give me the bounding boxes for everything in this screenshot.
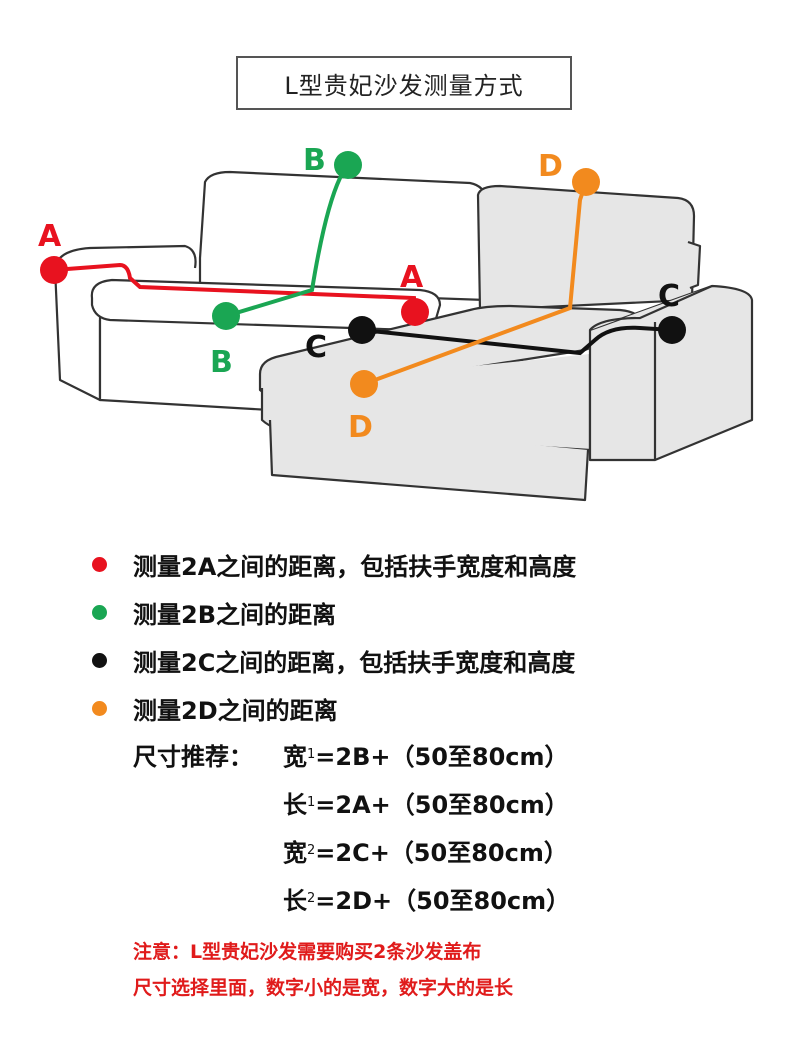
label-d-bottom: D xyxy=(348,410,373,445)
label-a-right: A xyxy=(400,260,424,295)
legend-item-b: 测量2B之间的距离 xyxy=(92,588,576,636)
point-a-right xyxy=(401,298,429,326)
legend-text: 测量2B之间的距离 xyxy=(133,600,336,629)
label-b-bottom: B xyxy=(210,345,233,380)
size-main: 长 xyxy=(283,790,307,819)
size-formula: =2D+（50至80cm） xyxy=(315,886,571,915)
legend-item-c: 测量2C之间的距离，包括扶手宽度和高度 xyxy=(92,636,576,684)
size-formula: =2A+（50至80cm） xyxy=(315,790,569,819)
measure-points xyxy=(40,151,686,398)
orange-dot-icon xyxy=(92,700,107,716)
label-c-left: C xyxy=(305,330,327,365)
legend: 测量2A之间的距离，包括扶手宽度和高度 测量2B之间的距离 测量2C之间的距离，… xyxy=(92,540,576,732)
point-d-top xyxy=(572,168,600,196)
red-dot-icon xyxy=(92,556,107,572)
label-b-top: B xyxy=(303,143,326,178)
point-b-bottom xyxy=(212,302,240,330)
legend-text: 测量2D之间的距离 xyxy=(133,696,338,725)
note-line-1: 注意：L型贵妃沙发需要购买2条沙发盖布 xyxy=(133,941,482,963)
sofa-diagram: A A B B C C D D xyxy=(38,143,754,502)
size-sub: 1 xyxy=(307,794,316,810)
point-c-left xyxy=(348,316,376,344)
size-heading: 尺寸推荐： xyxy=(133,742,253,771)
point-a-left xyxy=(40,256,68,284)
page-title: L型贵妃沙发测量方式 xyxy=(236,56,572,110)
size-main: 长 xyxy=(283,886,307,915)
size-formula: =2C+（50至80cm） xyxy=(315,838,568,867)
legend-item-d: 测量2D之间的距离 xyxy=(92,684,576,732)
measure-line-a xyxy=(52,262,417,314)
size-sub: 1 xyxy=(307,746,316,762)
label-a-left: A xyxy=(38,219,62,254)
measure-line-b xyxy=(224,163,350,318)
size-formula: =2B+（50至80cm） xyxy=(315,742,569,771)
green-dot-icon xyxy=(92,604,107,620)
note: 注意：L型贵妃沙发需要购买2条沙发盖布 尺寸选择里面，数字小的是宽，数字大的是长 xyxy=(133,934,513,1006)
legend-text: 测量2C之间的距离，包括扶手宽度和高度 xyxy=(133,648,576,677)
point-c-right xyxy=(658,316,686,344)
size-sub: 2 xyxy=(307,842,316,858)
measure-line-c xyxy=(360,325,674,356)
size-main: 宽 xyxy=(283,838,307,867)
label-c-right: C xyxy=(658,279,680,314)
note-line-2: 尺寸选择里面，数字小的是宽，数字大的是长 xyxy=(133,977,514,999)
legend-text: 测量2A之间的距离，包括扶手宽度和高度 xyxy=(133,552,577,581)
point-b-top xyxy=(334,151,362,179)
size-sub: 2 xyxy=(307,890,316,906)
legend-item-a: 测量2A之间的距离，包括扶手宽度和高度 xyxy=(92,540,576,588)
point-d-bottom xyxy=(350,370,378,398)
size-main: 宽 xyxy=(283,742,307,771)
black-dot-icon xyxy=(92,652,107,668)
label-d-top: D xyxy=(538,149,563,184)
